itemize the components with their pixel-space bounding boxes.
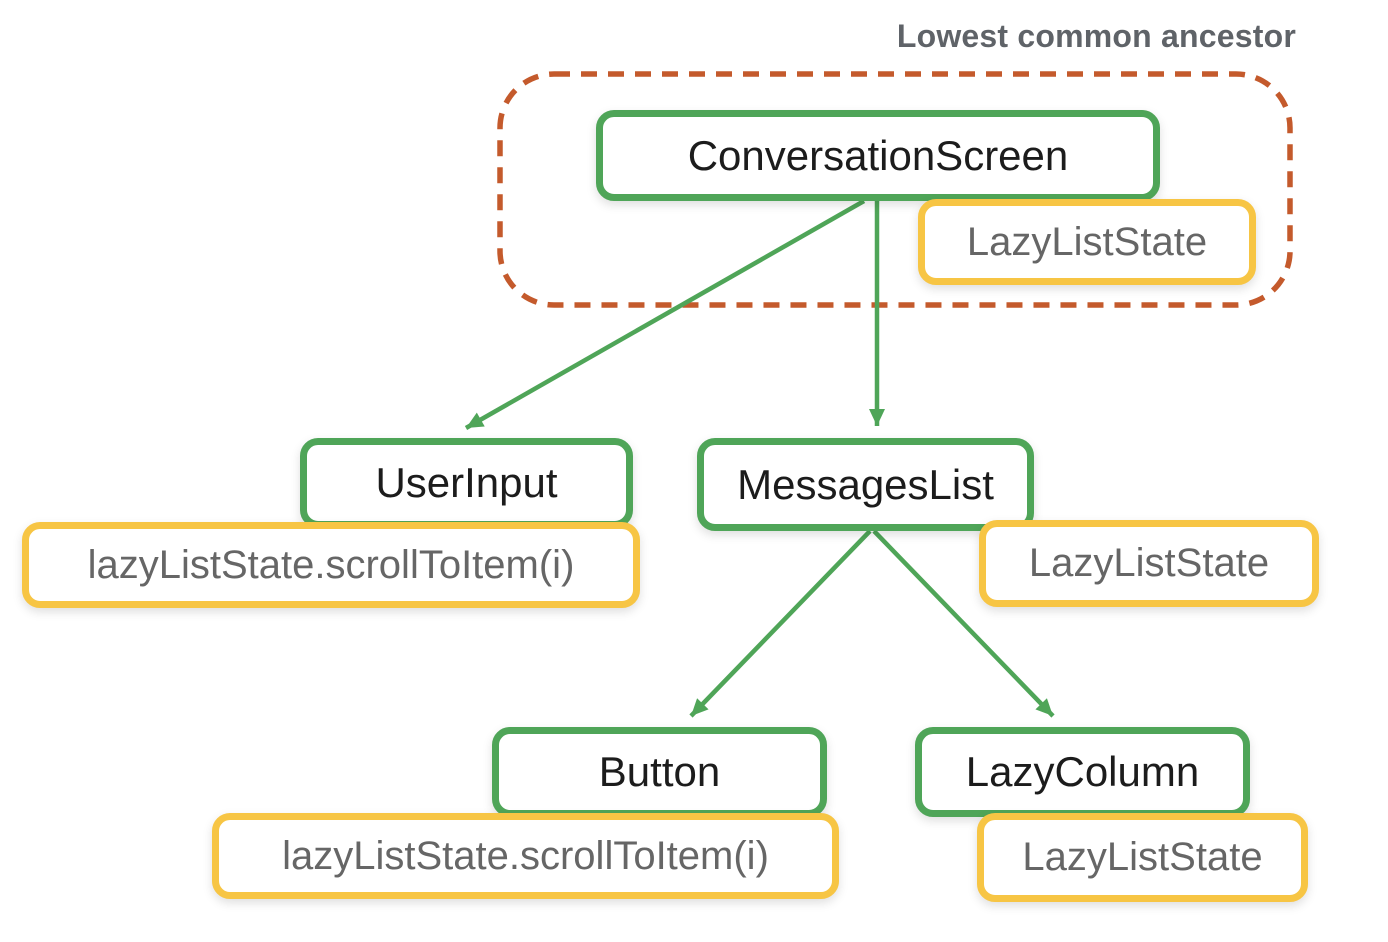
state-lazyliststate-conversationscreen-label: LazyListState: [966, 219, 1208, 264]
edge-messageslist-button: [689, 529, 872, 718]
node-button: Button: [492, 727, 827, 817]
state-lazyliststate-messageslist: LazyListState: [979, 520, 1319, 607]
edge-conversationscreen-userinput: [464, 199, 866, 430]
call-scrolltoitem-button: lazyListState.scrollToItem(i): [212, 813, 839, 899]
state-lazyliststate-conversationscreen: LazyListState: [918, 199, 1256, 285]
node-conversationscreen-label: ConversationScreen: [687, 131, 1069, 179]
node-button-label: Button: [598, 748, 721, 795]
node-conversationscreen: ConversationScreen: [596, 110, 1160, 201]
state-lazyliststate-lazycolumn: LazyListState: [977, 813, 1308, 902]
edge-messageslist-lazycolumn: [872, 529, 1055, 718]
node-userinput-label: UserInput: [375, 459, 558, 506]
call-scrolltoitem-userinput-label: lazyListState.scrollToItem(i): [87, 542, 575, 587]
diagram-title: Lowest common ancestor: [896, 18, 1296, 54]
node-lazycolumn: LazyColumn: [915, 727, 1250, 817]
node-messageslist-label: MessagesList: [737, 460, 994, 508]
call-scrolltoitem-userinput: lazyListState.scrollToItem(i): [22, 522, 640, 608]
node-messageslist: MessagesList: [697, 438, 1034, 531]
call-scrolltoitem-button-label: lazyListState.scrollToItem(i): [282, 833, 769, 878]
node-userinput: UserInput: [300, 438, 633, 528]
state-lazyliststate-messageslist-label: LazyListState: [1028, 541, 1270, 585]
node-lazycolumn-label: LazyColumn: [965, 748, 1200, 795]
state-lazyliststate-lazycolumn-label: LazyListState: [1022, 835, 1263, 879]
